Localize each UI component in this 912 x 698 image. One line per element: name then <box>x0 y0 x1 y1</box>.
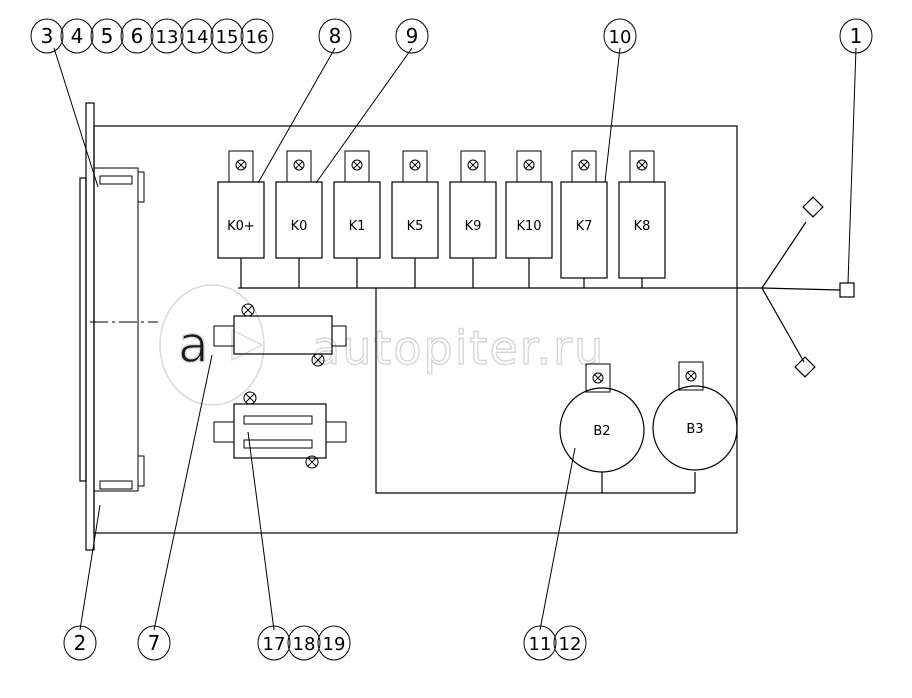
watermark-logo: a <box>159 284 265 406</box>
callout-17: 17 <box>257 625 291 661</box>
callout-19: 19 <box>317 625 351 661</box>
relay-label: K8 <box>634 219 651 234</box>
relay-1: K0 <box>275 150 323 288</box>
relay-label: K5 <box>407 219 424 234</box>
callout-number: 2 <box>74 631 87 655</box>
callout-number: 11 <box>529 634 552 655</box>
callout-12: 12 <box>553 625 587 661</box>
callout-7: 7 <box>137 625 171 661</box>
callout-number: 10 <box>609 27 632 48</box>
fuse-holder-lower <box>213 391 347 469</box>
callout-number: 8 <box>329 24 342 48</box>
callout-number: 18 <box>293 634 316 655</box>
callout-number: 13 <box>156 27 179 48</box>
callout-16: 16 <box>240 18 274 54</box>
callout-number: 9 <box>406 24 419 48</box>
callout-1: 1 <box>839 18 873 54</box>
callout-number: 7 <box>148 631 161 655</box>
harness <box>761 196 855 378</box>
relay-0: K0+ <box>217 150 265 288</box>
callout-number: 19 <box>323 634 346 655</box>
relay-label: K10 <box>516 219 541 234</box>
callout-6: 6 <box>120 18 154 54</box>
relay-6: K7 <box>560 150 608 288</box>
buzzer-group: B2 B3 <box>559 361 738 473</box>
callout-number: 15 <box>216 27 239 48</box>
relay-label: K0+ <box>227 219 255 234</box>
callout-8: 8 <box>318 18 352 54</box>
callout-15: 15 <box>210 18 244 54</box>
watermark-text: autopiter.ru <box>312 321 605 375</box>
callout-14: 14 <box>180 18 214 54</box>
fuse-holder-upper <box>213 303 347 367</box>
callout-4: 4 <box>60 18 94 54</box>
relay-5: K10 <box>505 150 553 288</box>
relay-7: K8 <box>618 150 666 288</box>
callout-number: 6 <box>131 24 144 48</box>
callout-number: 4 <box>71 24 84 48</box>
callout-11: 11 <box>523 625 557 661</box>
buzzer-label: B3 <box>686 422 703 437</box>
callout-number: 12 <box>559 634 582 655</box>
callout-number: 14 <box>186 27 209 48</box>
callout-9: 9 <box>395 18 429 54</box>
buzzer-1: B3 <box>652 361 738 471</box>
relay-2: K1 <box>333 150 381 288</box>
housing <box>93 125 738 534</box>
callout-3: 3 <box>30 18 64 54</box>
callout-number: 3 <box>41 24 54 48</box>
buzzer-0: B2 <box>559 363 645 473</box>
callout-18: 18 <box>287 625 321 661</box>
callout-number: 16 <box>246 27 269 48</box>
relay-row: K0+ K0 K1 K5 K9 K10 K7 K8 <box>217 150 666 288</box>
callout-number: 5 <box>101 24 114 48</box>
front-panel <box>79 102 158 551</box>
relay-label: K7 <box>576 219 593 234</box>
callout-2: 2 <box>63 625 97 661</box>
callout-10: 10 <box>603 18 637 54</box>
callout-13: 13 <box>150 18 184 54</box>
relay-3: K5 <box>391 150 439 288</box>
relay-label: K9 <box>465 219 482 234</box>
relay-label: K0 <box>291 219 308 234</box>
buzzer-label: B2 <box>593 424 610 439</box>
callout-5: 5 <box>90 18 124 54</box>
relay-4: K9 <box>449 150 497 288</box>
callout-number: 17 <box>263 634 286 655</box>
relay-label: K1 <box>349 219 366 234</box>
leader-lines <box>53 47 857 631</box>
svg-text:a: a <box>178 316 209 374</box>
callout-number: 1 <box>850 24 863 48</box>
